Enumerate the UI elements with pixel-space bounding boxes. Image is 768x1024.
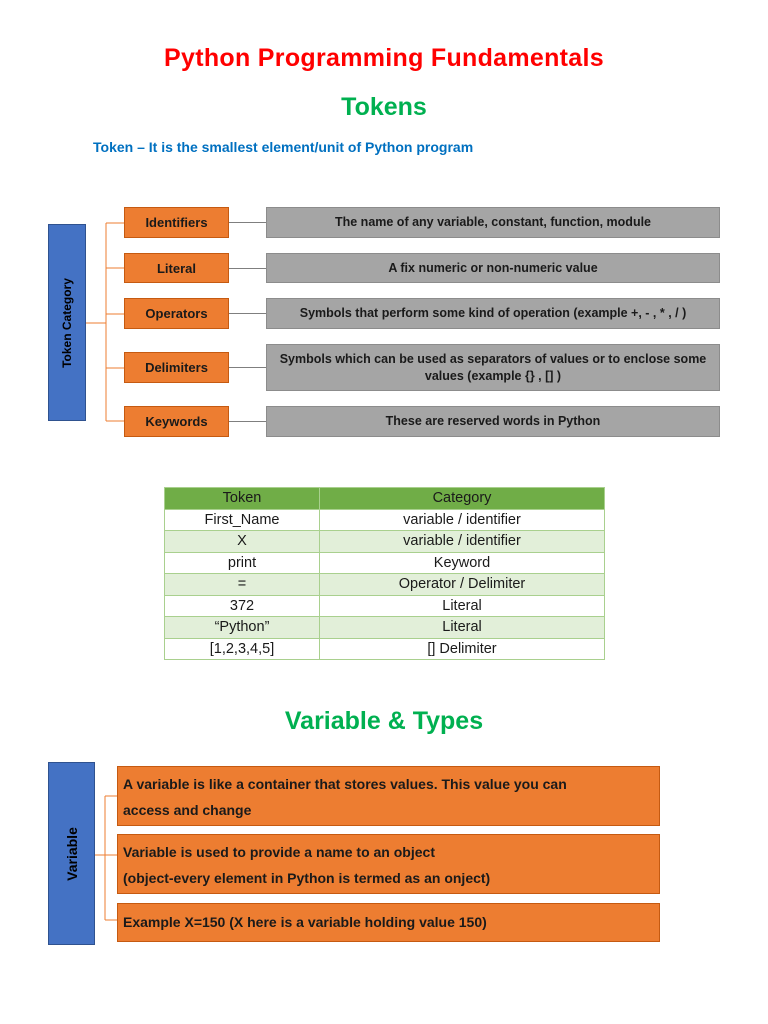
variable-box-line: A variable is like a container that stor… [123,776,567,792]
variable-purpose-box: Variable is used to provide a name to an… [117,834,660,894]
table-cell: Operator / Delimiter [319,573,605,596]
token-category-bracket [86,222,124,422]
token-category-label-text: Token Category [60,277,74,368]
table-header-row: Token Category [164,487,605,510]
category-keywords: Keywords [124,406,229,437]
table-cell: X [164,530,320,553]
tokens-heading: Tokens [341,93,427,121]
category-operators: Operators [124,298,229,329]
variable-heading: Variable & Types [284,707,484,735]
table-cell: “Python” [164,616,320,639]
table-header-token: Token [164,487,320,510]
table-row: [1,2,3,4,5][] Delimiter [164,637,605,660]
description-operators: Symbols that perform some kind of operat… [266,298,720,329]
table-cell: First_Name [164,508,320,531]
connector-line [229,313,266,314]
variable-box-line: Variable is used to provide a name to an… [123,844,435,860]
category-delimiters: Delimiters [124,352,229,383]
variable-box-line: access and change [123,802,252,818]
token-category-label: Token Category [48,224,86,421]
variable-example-box: Example X=150 (X here is a variable hold… [117,903,660,942]
connector-line [229,268,266,269]
category-literal: Literal [124,253,229,283]
table-header-category: Category [319,487,605,510]
table-cell: [] Delimiter [319,637,605,660]
category-identifiers: Identifiers [124,207,229,238]
table-cell: [1,2,3,4,5] [164,637,320,660]
connector-line [229,222,266,223]
variable-bracket [95,795,117,921]
table-cell: = [164,573,320,596]
variable-definition-box: A variable is like a container that stor… [117,766,660,826]
table-cell: variable / identifier [319,508,605,531]
connector-line [229,367,266,368]
table-cell: 372 [164,594,320,617]
variable-label-text: Variable [63,826,80,881]
description-keywords: These are reserved words in Python [266,406,720,437]
table-cell: print [164,551,320,574]
description-literal: A fix numeric or non-numeric value [266,253,720,283]
table-row: =Operator / Delimiter [164,573,605,596]
description-identifiers: The name of any variable, constant, func… [266,207,720,238]
page-title: Python Programming Fundamentals [164,44,604,72]
table-cell: Literal [319,594,605,617]
variable-box-line: Example X=150 (X here is a variable hold… [123,914,487,930]
variable-box-line: (object-every element in Python is terme… [123,870,491,886]
table-cell: variable / identifier [319,530,605,553]
variable-label: Variable [48,762,95,945]
connector-line [229,421,266,422]
description-delimiters: Symbols which can be used as separators … [266,344,720,391]
table-cell: Keyword [319,551,605,574]
table-cell: Literal [319,616,605,639]
table-row: “Python”Literal [164,616,605,639]
token-definition: Token – It is the smallest element/unit … [93,139,474,155]
